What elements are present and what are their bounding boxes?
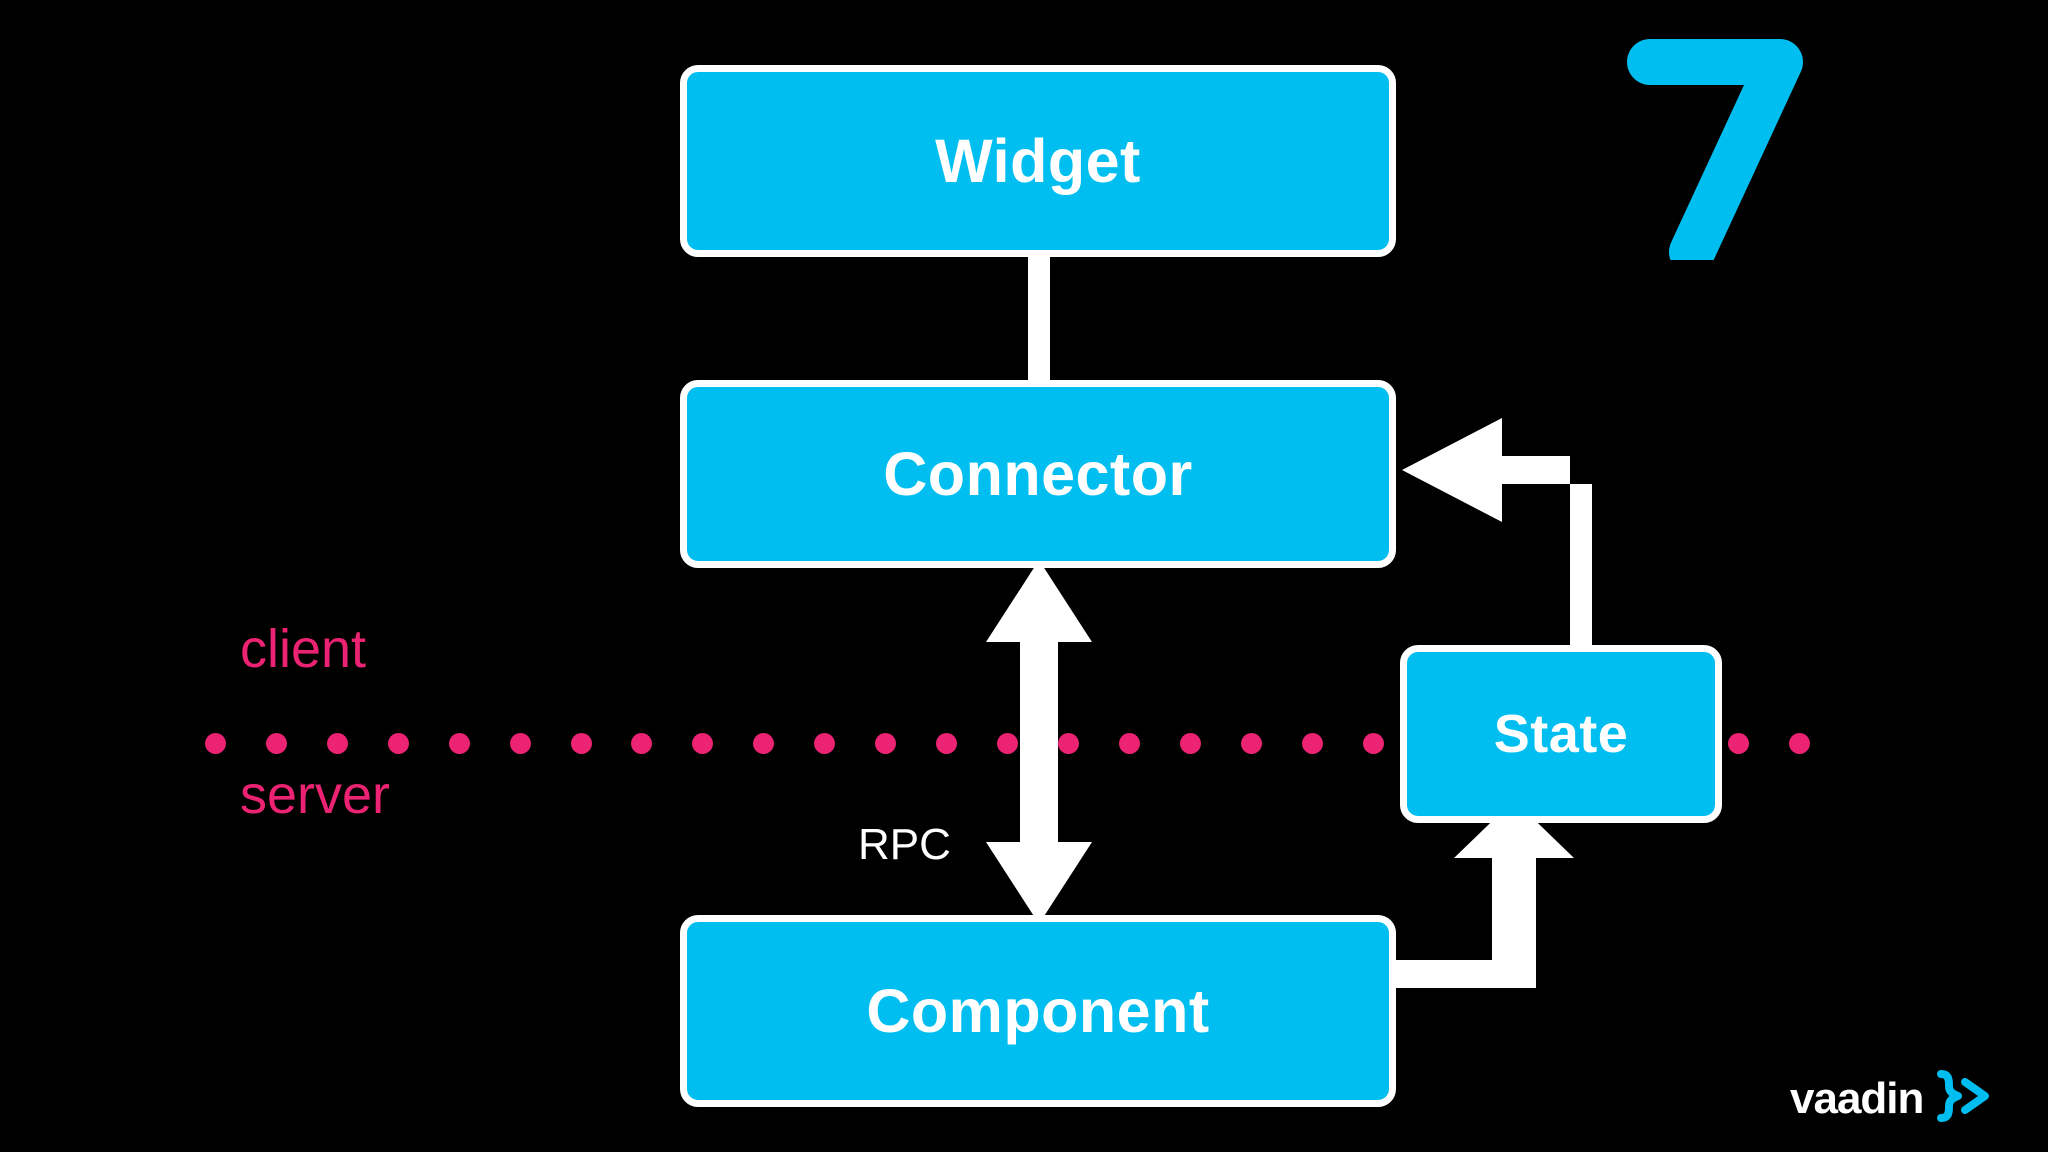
edge-state-to-connector-arrow <box>1392 410 1622 660</box>
node-widget-label: Widget <box>935 127 1141 195</box>
divider-dot <box>1362 733 1384 754</box>
node-connector[interactable]: Connector <box>680 380 1396 568</box>
divider-dot <box>814 733 836 754</box>
divider-dot <box>570 733 592 754</box>
edge-connector-component-rpc-arrow <box>986 560 1092 924</box>
divider-dot <box>996 733 1018 754</box>
divider-dot <box>1301 733 1323 754</box>
node-component-label: Component <box>866 977 1210 1045</box>
divider-dot <box>936 733 958 754</box>
divider-dot <box>631 733 653 754</box>
edge-widget-to-connector <box>1028 248 1050 388</box>
divider-dot <box>509 733 531 754</box>
divider-dot <box>1728 733 1750 754</box>
divider-dot <box>1788 733 1810 754</box>
divider-dot <box>1118 733 1140 754</box>
divider-dot <box>753 733 775 754</box>
divider-dot <box>1240 733 1262 754</box>
divider-dot <box>448 733 470 754</box>
node-component[interactable]: Component <box>680 915 1396 1107</box>
divider-dot <box>326 733 348 754</box>
edge-component-to-state-arrow <box>1390 800 1620 1025</box>
vaadin-logo: vaadin <box>1790 1068 2005 1130</box>
node-state[interactable]: State <box>1400 645 1722 823</box>
node-connector-label: Connector <box>883 440 1193 508</box>
divider-dot <box>387 733 409 754</box>
edge-label-rpc: RPC <box>858 820 951 869</box>
tier-label-server: server <box>240 765 391 825</box>
tier-label-client: client <box>240 619 367 679</box>
node-state-label: State <box>1493 704 1629 764</box>
divider-dot <box>205 733 226 754</box>
page-number-seven <box>1620 10 1840 275</box>
node-widget[interactable]: Widget <box>680 65 1396 257</box>
divider-dot <box>1057 733 1079 754</box>
divider-dot <box>265 733 287 754</box>
vaadin-wordmark: vaadin <box>1790 1073 1924 1123</box>
divider-dot <box>1179 733 1201 754</box>
divider-dot <box>692 733 714 754</box>
vaadin-brackets-icon <box>1933 1068 1991 1129</box>
divider-dot <box>875 733 897 754</box>
